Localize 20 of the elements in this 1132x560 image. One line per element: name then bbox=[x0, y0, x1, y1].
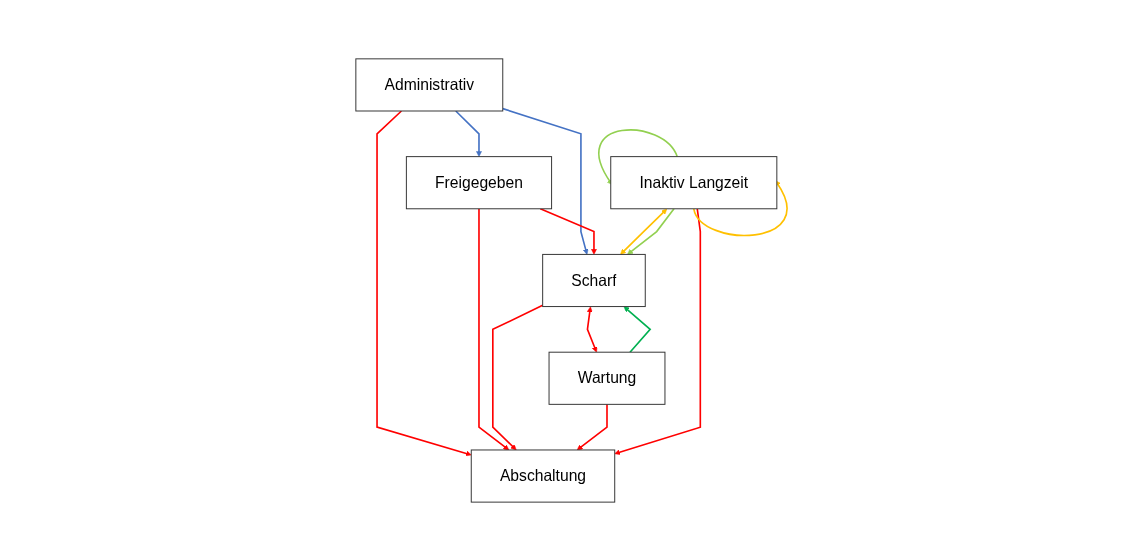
arrow bbox=[626, 207, 675, 255]
arrow bbox=[454, 109, 482, 157]
arrow bbox=[477, 207, 509, 450]
state-box: Administrativ bbox=[355, 57, 503, 111]
arrow bbox=[623, 305, 651, 353]
arrow bbox=[491, 304, 544, 450]
state-box: Scharf bbox=[541, 253, 646, 307]
arrow bbox=[586, 306, 597, 352]
arrow bbox=[692, 179, 788, 236]
arrow bbox=[576, 403, 608, 450]
arrow bbox=[619, 208, 667, 255]
arrow bbox=[539, 207, 597, 255]
arrow bbox=[614, 207, 701, 455]
arrow bbox=[501, 107, 589, 255]
state-box: Abschaltung bbox=[470, 449, 615, 503]
state-box: Wartung bbox=[548, 351, 666, 405]
state-box: Freigegeben bbox=[405, 155, 552, 209]
arrow bbox=[375, 109, 472, 456]
arrow bbox=[597, 128, 678, 185]
state-box: Inaktiv Langzeit bbox=[609, 155, 777, 209]
